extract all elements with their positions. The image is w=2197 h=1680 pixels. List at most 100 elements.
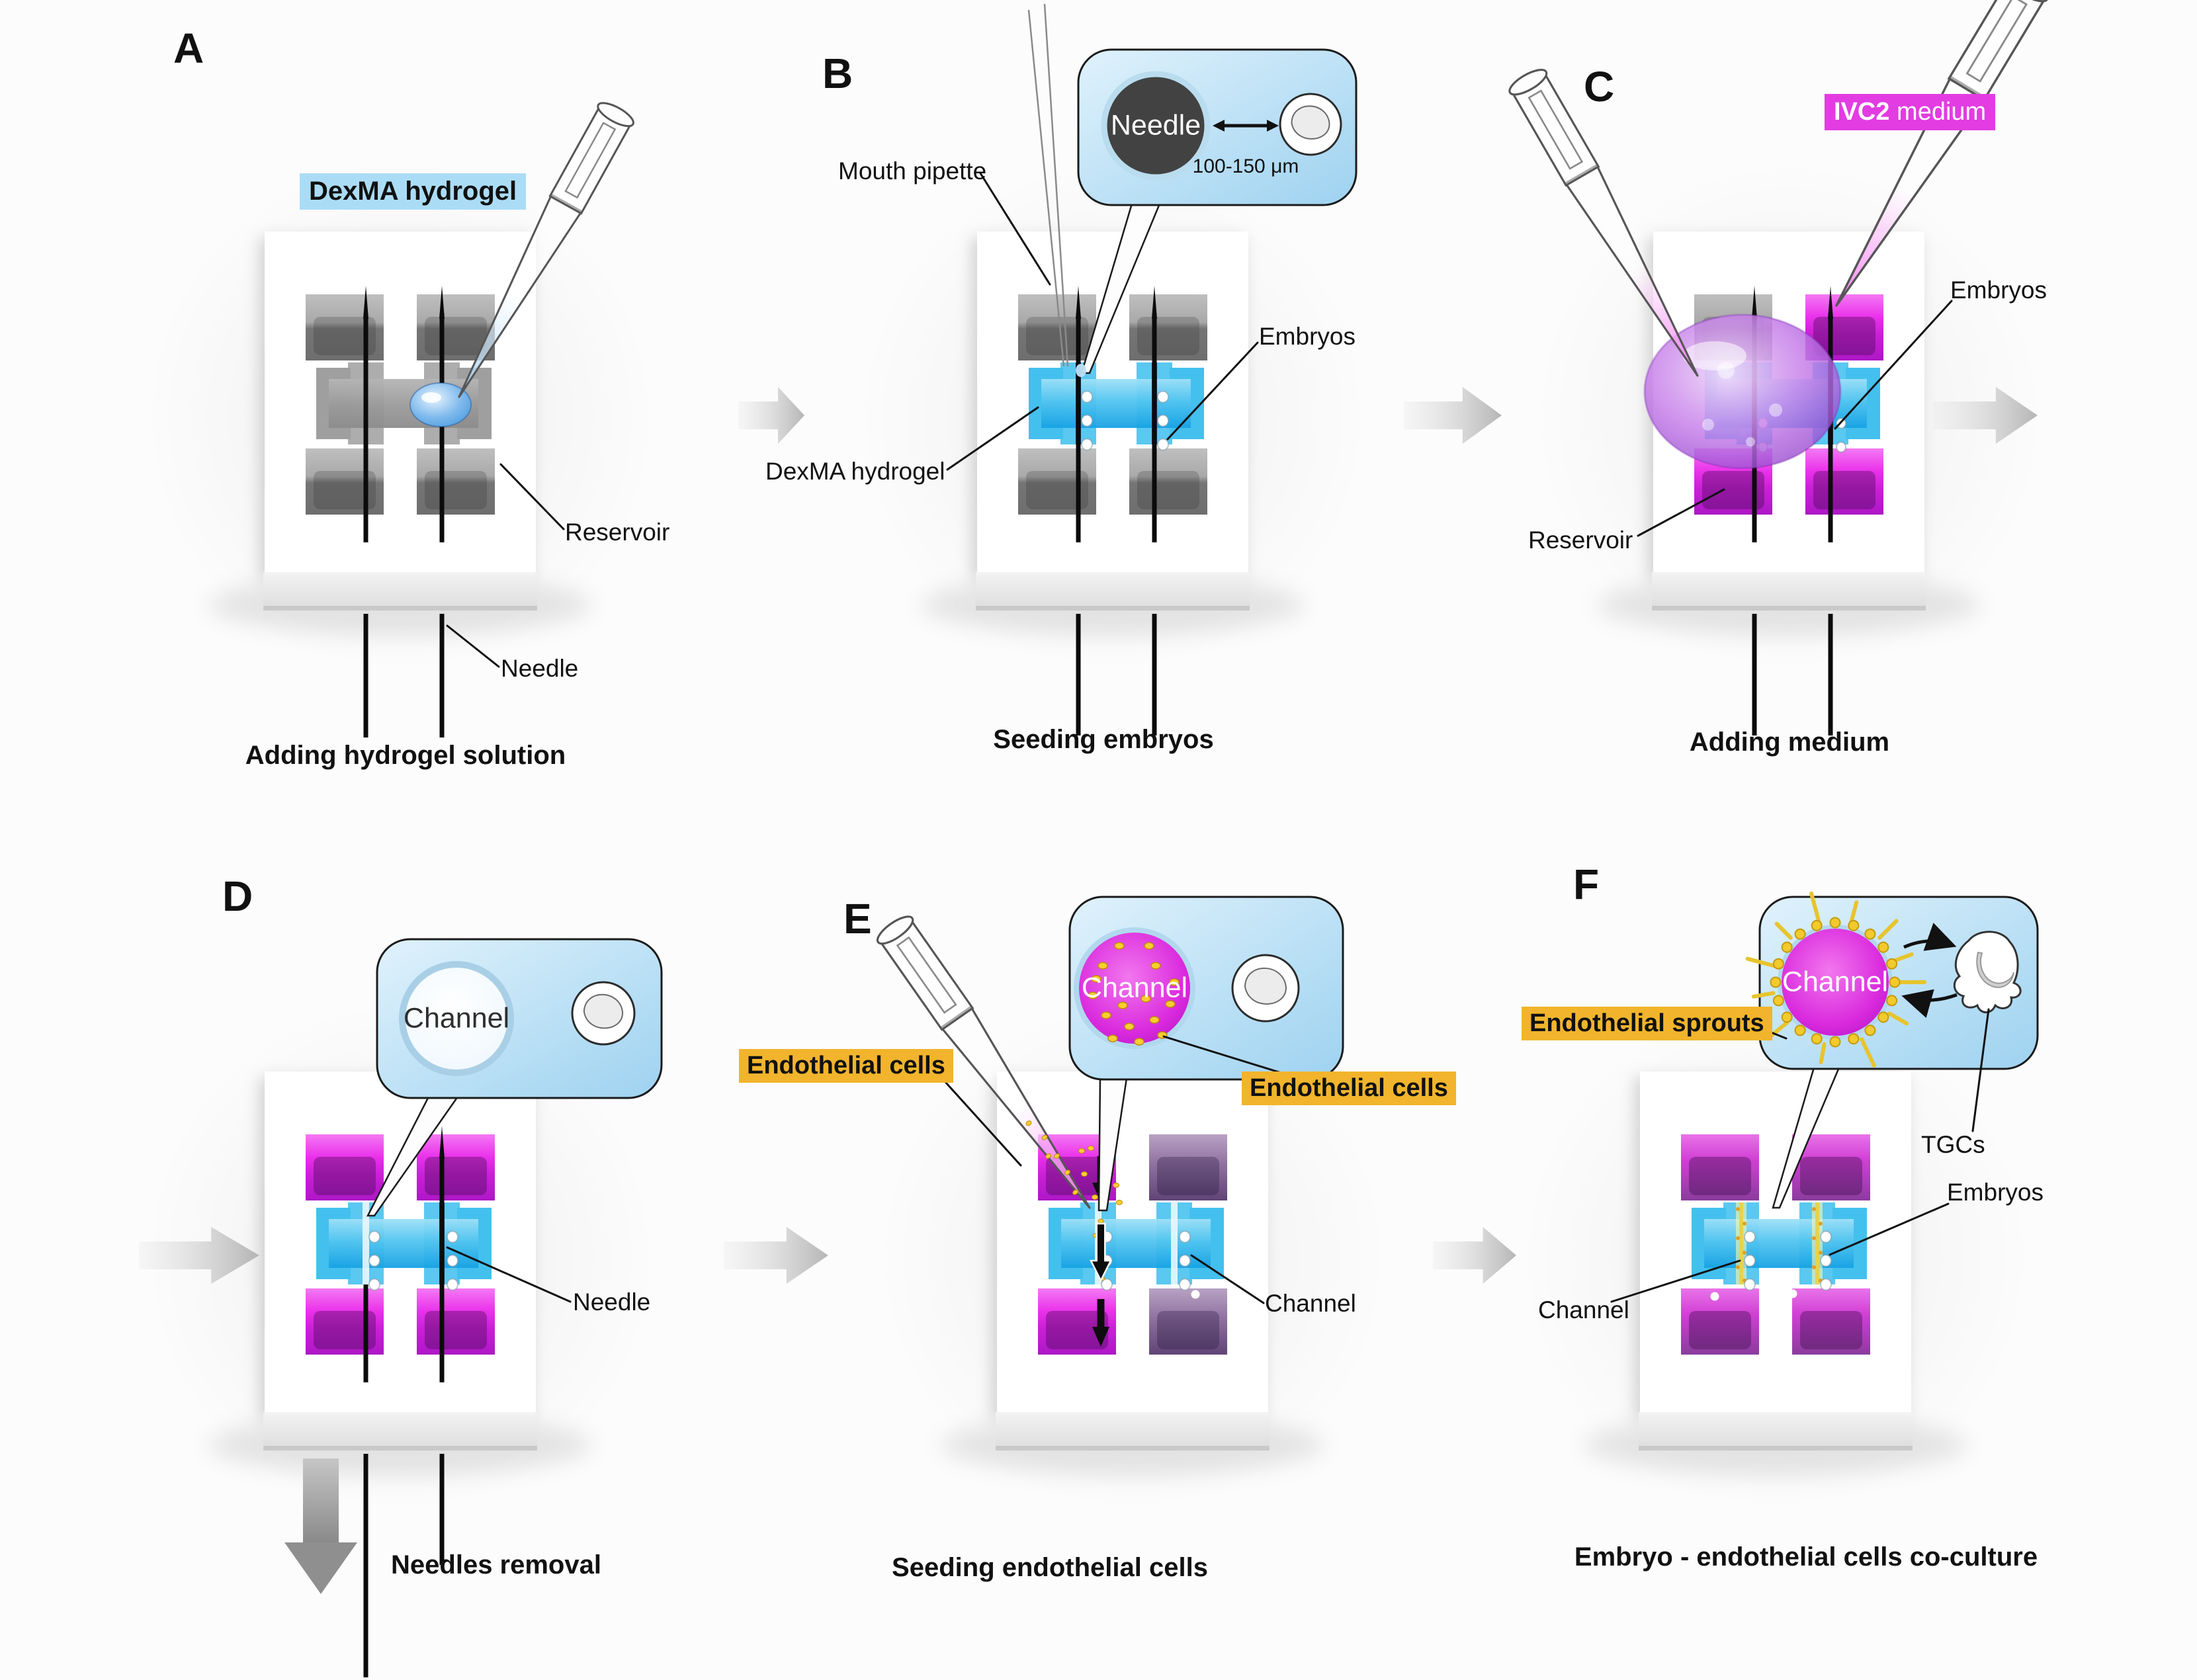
- embryo-blob: [571, 981, 636, 1046]
- leader-line: [1610, 1259, 1741, 1303]
- seeding-arrow: [1092, 1299, 1109, 1347]
- panel-caption: Seeding embryos: [993, 725, 1214, 754]
- inset-needle-circle: [1101, 71, 1211, 181]
- needle: [1152, 614, 1157, 735]
- flow-arrow-e-f: [1433, 1227, 1516, 1284]
- interaction-arrow: [1901, 989, 1958, 1019]
- needle: [439, 1126, 445, 1382]
- interaction-arrow: [1903, 923, 1957, 951]
- empty-channel: [363, 1202, 369, 1284]
- hydrogel-label: DexMA hydrogel: [765, 458, 945, 485]
- needle: [1076, 286, 1081, 542]
- panel-letter: F: [1573, 861, 1600, 908]
- needle: [1076, 614, 1081, 735]
- panel-e-graphic: [876, 896, 1344, 1476]
- endothelial-sprouts-tag: Endothelial sprouts: [1522, 1007, 1772, 1040]
- reservoir: [306, 1288, 384, 1355]
- tgcs-label: TGCs: [1921, 1131, 1985, 1158]
- inset-gap-label: 100-150 μm: [1192, 155, 1299, 177]
- panel-letter: E: [843, 895, 872, 943]
- empty-channel: [1171, 1202, 1178, 1284]
- inset-channel-label: Channel: [1782, 966, 1889, 998]
- leader-line: [446, 1246, 572, 1303]
- reservoir: [306, 294, 384, 360]
- inset-needle-label: Needle: [1110, 109, 1201, 142]
- panel-d-graphic: [208, 938, 663, 1677]
- leader-line: [1834, 300, 1953, 430]
- embryo-blob: [1231, 954, 1300, 1023]
- inset-channel-circle: [1074, 927, 1195, 1049]
- channel-label: Channel: [1538, 1296, 1629, 1323]
- endothelialized-channel: [1812, 1202, 1823, 1284]
- leader-line: [446, 624, 500, 668]
- panel-caption: Seeding endothelial cells: [892, 1553, 1208, 1582]
- device-chip: [208, 231, 592, 636]
- reservoir: [306, 448, 384, 515]
- inset-sprouted-channel: [1745, 891, 1926, 1068]
- channel-label: Channel: [1265, 1290, 1356, 1317]
- mouth-pipette: [1027, 3, 1086, 377]
- needle: [1152, 286, 1157, 542]
- endothelialized-channel: [1736, 1202, 1746, 1284]
- inset-channel-circle: [399, 961, 514, 1076]
- panel-letter: D: [222, 872, 253, 920]
- needle: [439, 614, 445, 737]
- hydrogel-tag: DexMA hydrogel: [300, 173, 527, 210]
- panel-c: C IVC2 medium Embryos Reservoir Adding m…: [1465, 0, 2197, 840]
- panel-letter: B: [822, 50, 853, 97]
- medium-droplet: [1643, 314, 1842, 470]
- panel-d: D Channel Needle Needles removal: [0, 840, 732, 1680]
- panel-b-graphic: [921, 3, 1357, 735]
- flow-arrow-c-next: [1933, 387, 2038, 444]
- needle: [1752, 614, 1757, 735]
- reservoir: [1129, 294, 1207, 360]
- embryos-dots: [1744, 1230, 1832, 1291]
- panel-caption: Adding medium: [1689, 728, 1890, 757]
- device-chip: [941, 1071, 1324, 1476]
- panel-a-graphic: [208, 102, 634, 737]
- reservoir: [1792, 1288, 1870, 1355]
- panel-c-graphic: [1508, 0, 2049, 735]
- medium-suffix: medium: [1889, 98, 1987, 126]
- panel-caption: Needles removal: [391, 1550, 601, 1579]
- embryos-dots: [368, 1230, 458, 1291]
- seeding-arrow: [1089, 1222, 1113, 1282]
- pipette: [458, 102, 634, 398]
- embryos-label: Embryos: [1950, 276, 2047, 304]
- inset-channel-label: Channel: [1081, 972, 1188, 1004]
- reservoir: [1681, 1134, 1759, 1200]
- tgc-cell: [1953, 931, 2022, 1013]
- panel-f: F Endothelial sprouts Channel TGCs Embry…: [1465, 840, 2197, 1680]
- hydrogel-droplet: [409, 382, 472, 427]
- leader-line: [1162, 1035, 1287, 1075]
- panel-e: E Endothelial cells Endothelial cells Ch…: [732, 840, 1465, 1680]
- leader-line: [979, 172, 1051, 286]
- reservoir: [1129, 448, 1207, 515]
- needle: [439, 1454, 445, 1565]
- needle: [363, 286, 368, 542]
- medium-name: IVC2: [1834, 98, 1890, 126]
- panel-a: A DexMA hydrogel Reservoir Needle Adding…: [0, 0, 732, 840]
- leader-line: [946, 406, 1039, 471]
- reservoir: [417, 448, 495, 515]
- mouth-pipette-label: Mouth pipette: [838, 157, 987, 185]
- panel-caption: Adding hydrogel solution: [245, 741, 566, 770]
- leader-line: [499, 463, 565, 530]
- device-chip: [1584, 1071, 1967, 1476]
- panel-b: B Mouth pipette Needle 100-150 μm Embryo…: [732, 0, 1465, 840]
- endothelial-cells-tag-right: Endothelial cells: [1242, 1071, 1456, 1105]
- reservoir: [1805, 448, 1883, 515]
- removal-arrow: [284, 1458, 357, 1594]
- reservoir: [306, 1134, 384, 1200]
- leader-line: [932, 1068, 1022, 1167]
- panel-letter: C: [1584, 63, 1615, 110]
- flow-arrow-a-b: [738, 387, 804, 444]
- leader-line: [1971, 1008, 1990, 1132]
- needle: [1828, 286, 1833, 542]
- reservoir: [417, 1288, 495, 1355]
- panel-letter: A: [173, 24, 204, 72]
- needle: [1828, 614, 1833, 735]
- reservoir: [1038, 1288, 1116, 1355]
- flow-arrow-b-c: [1404, 387, 1502, 444]
